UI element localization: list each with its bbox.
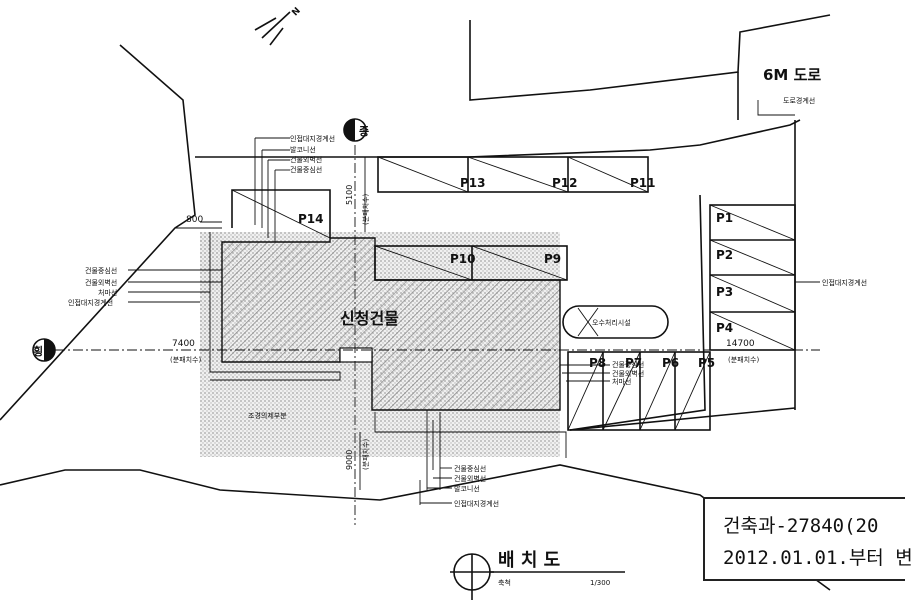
legend-top-2: 발코니선	[290, 145, 316, 154]
marker-vertical: 종	[343, 118, 369, 142]
center-lines	[55, 145, 820, 525]
leader-lines-left	[128, 269, 222, 303]
dim-14700: 14700	[726, 339, 755, 349]
dim-9000-note: (분패치수)	[361, 439, 370, 470]
legend-left-3: 처마선	[98, 288, 117, 297]
parking-p14: P14	[298, 212, 324, 226]
legend-bottom-2: 건물외벽선	[454, 474, 486, 483]
parking-p6: P6	[662, 356, 679, 370]
title-symbol	[450, 553, 625, 600]
parking-p5: P5	[698, 356, 715, 370]
sewage-facility	[562, 305, 669, 339]
parking-p11: P11	[630, 176, 656, 190]
dim-5100-note: (분패치수)	[361, 194, 370, 225]
legend-bottom-4: 인접대지경계선	[454, 499, 499, 508]
legend-right-2: 건물외벽선	[612, 369, 644, 378]
legend-right-3: 처마선	[612, 377, 631, 386]
legend-bottom-3: 발코니선	[454, 484, 480, 493]
site-boundary	[0, 44, 831, 591]
legend-left-1: 건물중심선	[85, 266, 117, 275]
dim-7400: 7400	[172, 339, 195, 349]
parking-p10: P10	[450, 252, 476, 266]
parking-top	[377, 156, 649, 193]
parking-roof	[231, 189, 331, 239]
parking-p4: P4	[716, 321, 733, 335]
north-arrow	[254, 11, 291, 46]
legend-top-4: 건물중심선	[290, 165, 322, 174]
leader-lines-right	[560, 281, 820, 382]
dimension-lines	[200, 157, 366, 490]
stamp-line-2: 2012.01.01.부터 변	[723, 547, 913, 569]
leader-lines-bottom	[420, 467, 452, 504]
marker-horizontal: 횡	[32, 338, 56, 362]
approval-stamp: 건축과-27840(20 2012.01.01.부터 변	[703, 497, 913, 581]
stamp-line-1: 건축과-27840(20	[723, 515, 879, 537]
landscape-label: 조경의제부분	[248, 411, 287, 420]
legend-top-3: 건물외벽선	[290, 155, 322, 164]
legend-bottom-1: 건물중심선	[454, 464, 486, 473]
dim-800: 800	[186, 215, 203, 225]
drawing-scale-label: 축척	[498, 578, 511, 587]
dim-7400-note: (분패치수)	[170, 355, 201, 364]
leader-lines-top	[254, 137, 290, 242]
building-label: 신청건물	[340, 309, 399, 328]
parking-p9: P9	[544, 252, 561, 266]
parking-p8: P8	[589, 356, 606, 370]
parking-p1: P1	[716, 211, 733, 225]
legend-left-2: 건물외벽선	[85, 278, 117, 287]
dim-9000: 9000	[345, 450, 354, 470]
legend-top-1: 인접대지경계선	[290, 134, 335, 143]
drawing-title: 배 치 도	[498, 550, 560, 571]
dim-5100: 5100	[345, 185, 354, 205]
parking-middle	[374, 245, 568, 281]
parking-p3: P3	[716, 285, 733, 299]
parking-p12: P12	[552, 176, 578, 190]
drawing-scale: 1/300	[590, 579, 610, 587]
road-label: 6M 도로	[763, 66, 821, 84]
parking-p2: P2	[716, 248, 733, 262]
road-boundary-label: 도로경계선	[783, 96, 815, 105]
road-area	[469, 14, 831, 120]
right-boundary-label: 인접대지경계선	[822, 278, 867, 287]
legend-right-1: 건물중심선	[612, 360, 644, 369]
parking-p13: P13	[460, 176, 486, 190]
north-label: N	[290, 6, 302, 18]
legend-left-4: 인접대지경계선	[68, 298, 113, 307]
parking-p7: P7	[625, 356, 642, 370]
facility-label: 오수처리시설	[592, 318, 631, 327]
marker-vertical-label: 종	[359, 125, 369, 138]
marker-horizontal-label: 횡	[33, 344, 43, 358]
dim-14700-note: (분패치수)	[728, 355, 759, 364]
